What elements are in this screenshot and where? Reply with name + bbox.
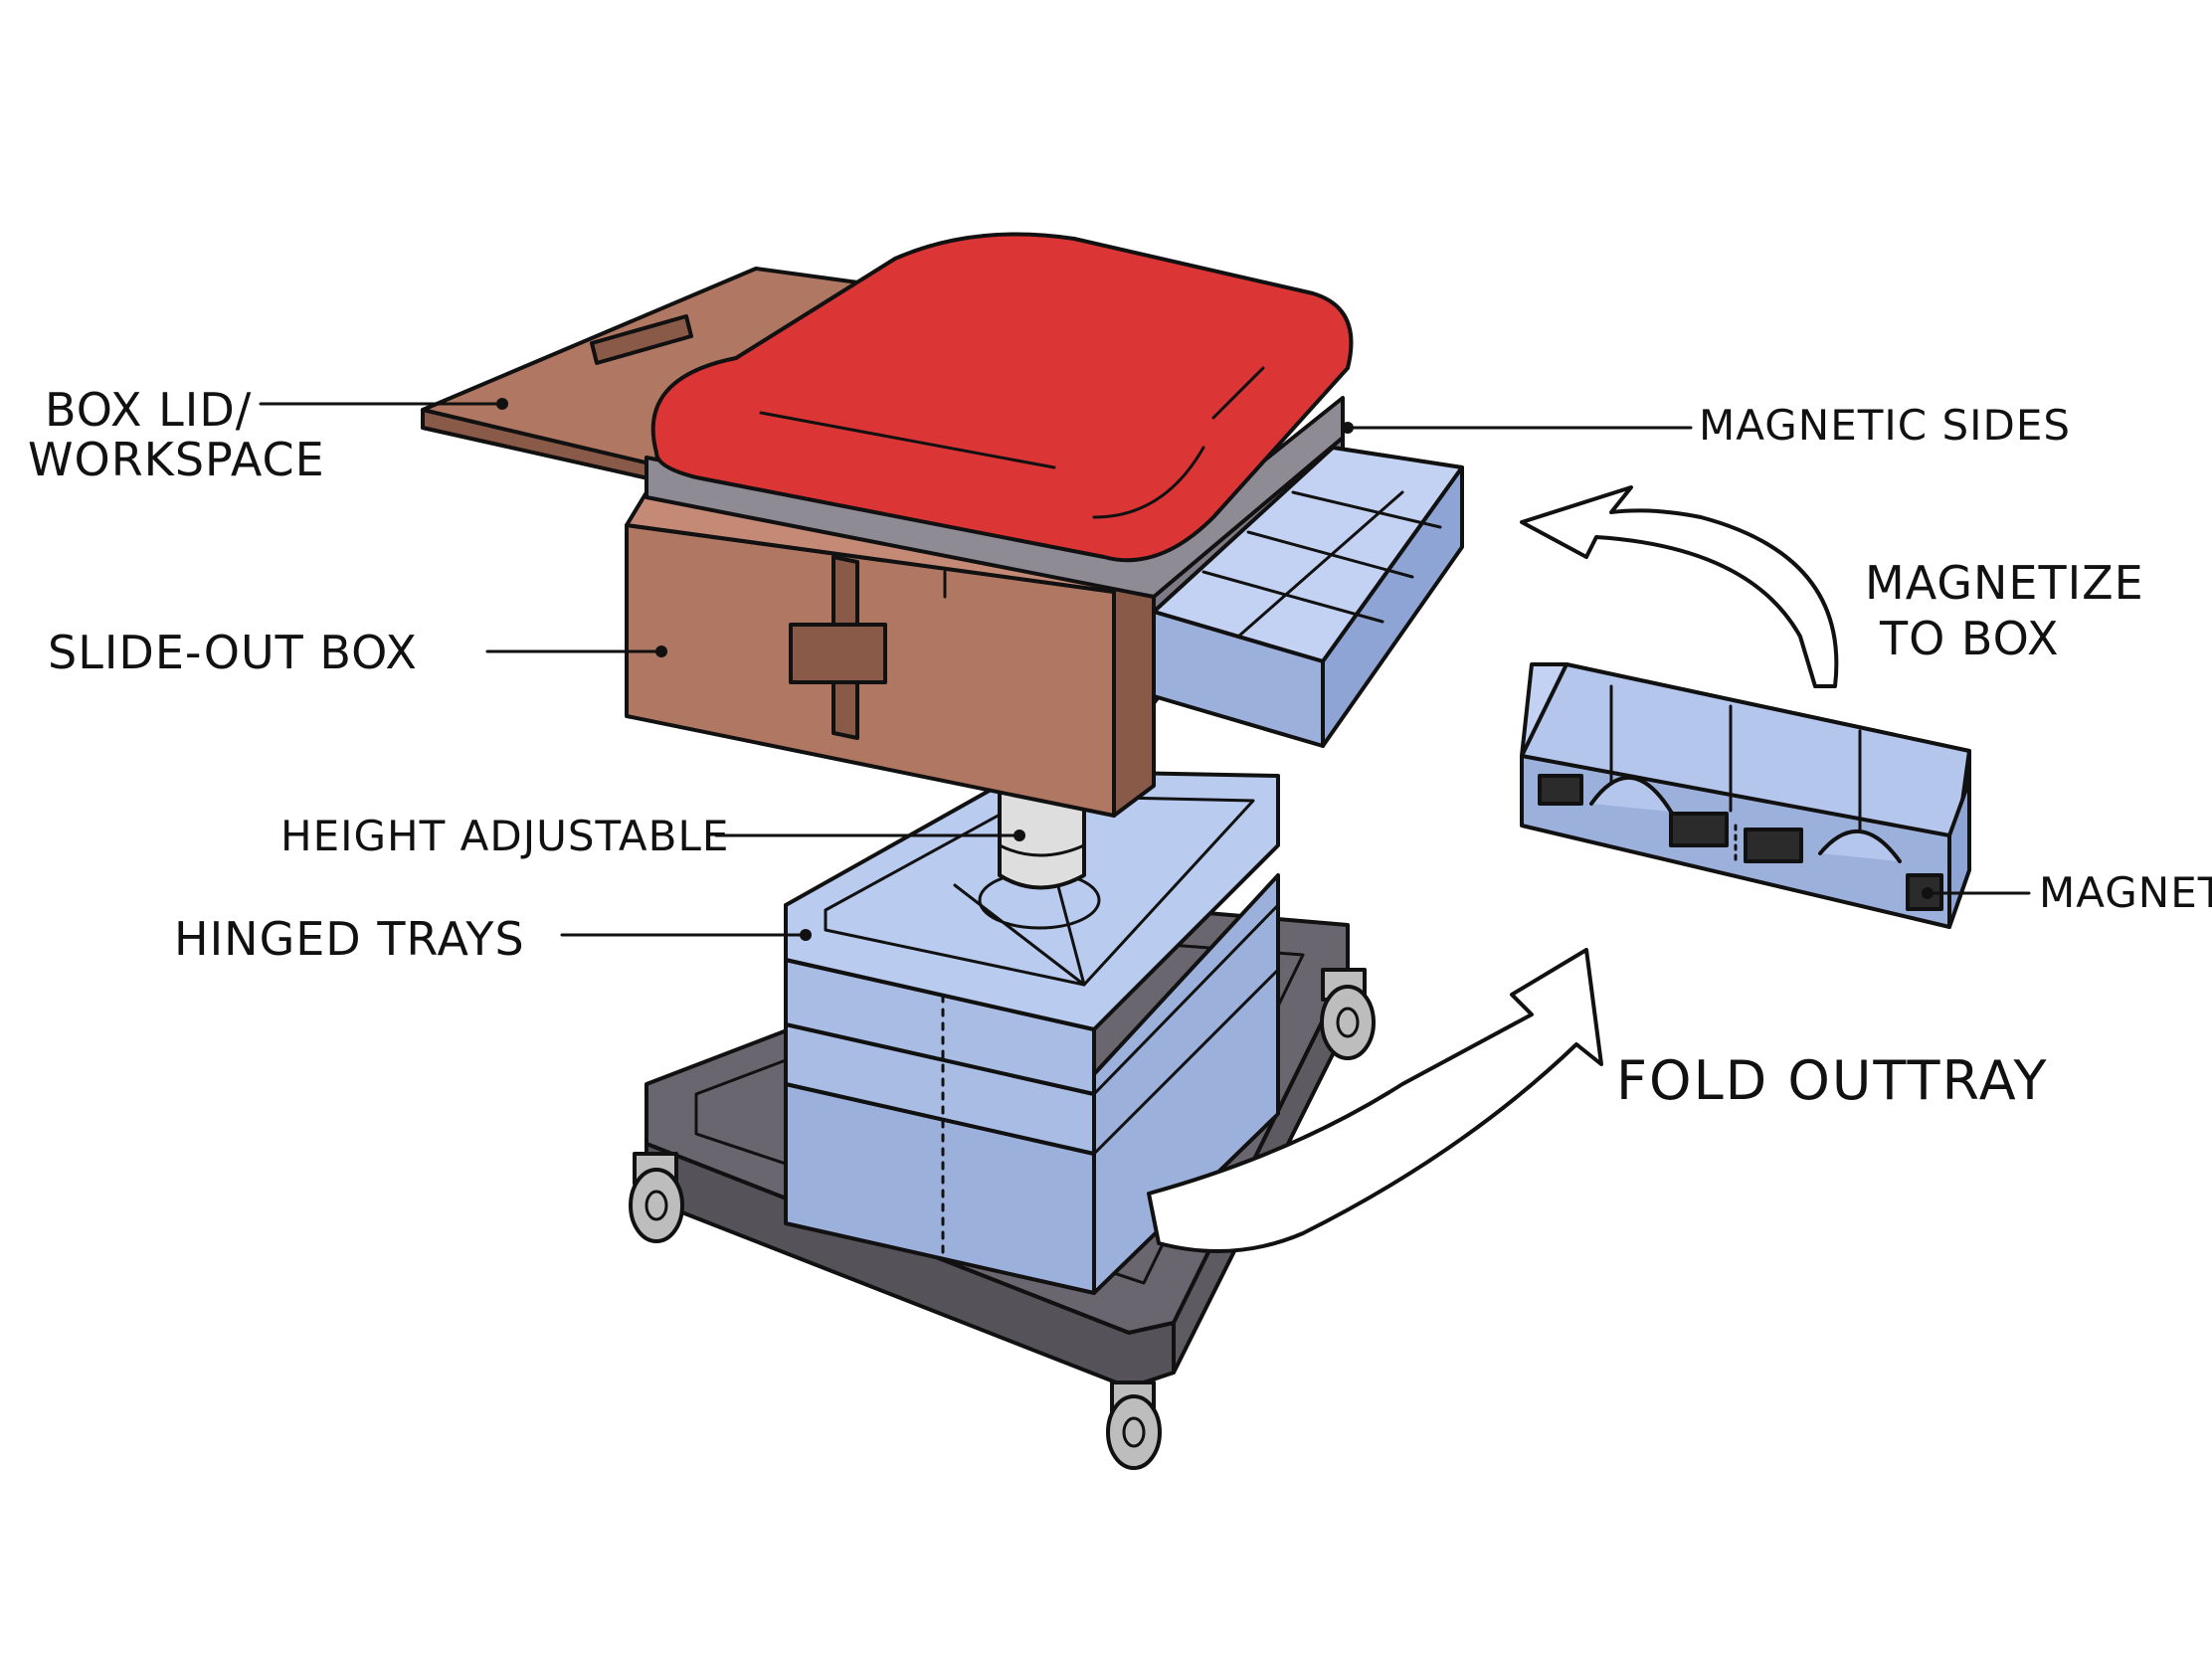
- caster-front-right: [1106, 1381, 1162, 1470]
- red-cushion: [650, 232, 1354, 563]
- fold-out-arrow: [1147, 948, 1603, 1253]
- detached-magnetic-tray: [1520, 662, 1971, 929]
- attached-side-tray: [1152, 446, 1464, 748]
- lid-handle: [590, 314, 693, 365]
- label-magnetize-2: TO BOX: [1879, 612, 2059, 665]
- magnet-1: [1538, 774, 1583, 806]
- label-height-adjustable: HEIGHT ADJUSTABLE: [280, 812, 729, 860]
- label-fold-out-tray: FOLD OUTTRAY: [1616, 1049, 2049, 1112]
- hinged-tray-stack: [784, 769, 1280, 1295]
- fold-out-arrow-icon: [1147, 948, 1603, 1253]
- label-magnet: MAGNET: [2039, 868, 2212, 917]
- leader-lines: [259, 398, 2031, 941]
- cushion-seat: [645, 232, 1354, 599]
- magnet-3: [1744, 828, 1803, 863]
- magnetize-arrow-icon: [1520, 485, 1839, 688]
- magnetize-arrow: [1520, 485, 1839, 688]
- detached-tray-end: [1947, 779, 1971, 929]
- label-magnetize-1: MAGNETIZE: [1865, 556, 2144, 610]
- drawer-latch: [789, 623, 887, 684]
- label-magnetic-sides: MAGNETIC SIDES: [1699, 401, 2071, 450]
- label-hinged-trays: HINGED TRAYS: [174, 912, 525, 966]
- label-box-lid-2: WORKSPACE: [28, 433, 325, 486]
- caster-back-right: [1320, 968, 1376, 1060]
- labels: BOX LID/ WORKSPACE SLIDE-OUT BOX HEIGHT …: [28, 383, 2212, 1112]
- label-box-lid-1: BOX LID/: [45, 383, 252, 437]
- attached-tray-side: [1321, 465, 1464, 748]
- caster-front-left: [629, 1152, 684, 1243]
- label-slide-out-box: SLIDE-OUT BOX: [48, 626, 418, 679]
- magnet-2: [1669, 812, 1729, 847]
